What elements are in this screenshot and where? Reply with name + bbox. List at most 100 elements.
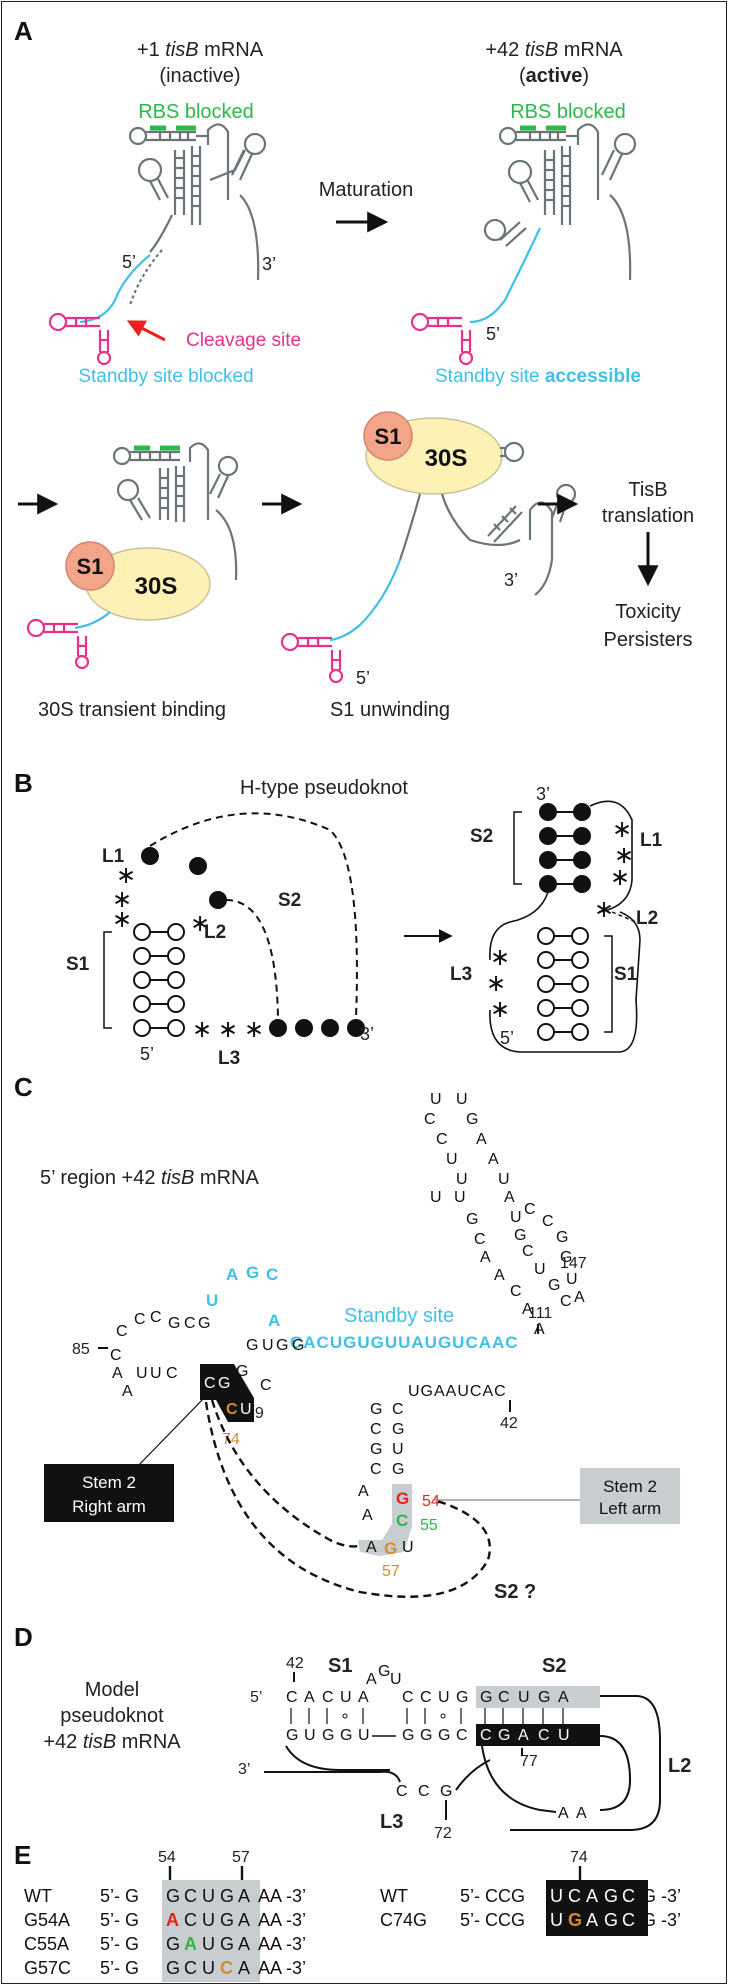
highlight-c74: C xyxy=(226,1401,238,1418)
svg-text:G: G xyxy=(286,1727,298,1744)
five-prime-right: 5’ xyxy=(486,324,500,344)
svg-text:C: C xyxy=(510,1283,522,1300)
mutant-name: G57C xyxy=(24,1958,71,1978)
sequence-suffix: G -3’ xyxy=(642,1886,681,1906)
five-prime-d: 5’ xyxy=(250,1689,262,1706)
svg-text:G: G xyxy=(560,1249,572,1266)
svg-text:G: G xyxy=(556,1229,568,1246)
svg-text:U: U xyxy=(456,1091,468,1108)
active-mrna-structure xyxy=(483,123,637,281)
sequence-base: A xyxy=(238,1958,250,1978)
cyan-sequence: CACUGUGUUAUGUCAAC xyxy=(290,1333,519,1352)
num-72-d: 72 xyxy=(434,1825,452,1842)
sequence-prefix: 5’- G xyxy=(100,1886,139,1906)
s2-label-right: S2 xyxy=(470,826,493,847)
cyan-top-c: C xyxy=(266,1265,278,1284)
l3-label-left: L3 xyxy=(218,1048,240,1069)
inactive-mrna-title: +1 tisB mRNA xyxy=(137,39,264,61)
panel-b-label: B xyxy=(14,768,33,798)
svg-text:U: U xyxy=(304,1727,316,1744)
left-arm-box-line-1: Stem 2 xyxy=(603,1477,657,1496)
svg-text:C: C xyxy=(166,1365,178,1382)
sequence-base: C xyxy=(184,1910,197,1930)
loop-asterisk: ∗ xyxy=(614,842,634,869)
svg-text:G: G xyxy=(498,1727,510,1744)
sequence-base: G xyxy=(166,1958,180,1978)
sequence-base: U xyxy=(202,1958,215,1978)
stem2-right-arm-highlight xyxy=(200,1364,254,1422)
svg-text:A: A xyxy=(494,1267,505,1284)
loop-asterisk: ∗ xyxy=(112,906,132,933)
svg-text:G: G xyxy=(466,1211,478,1228)
svg-text:C: C xyxy=(370,1421,382,1438)
svg-text:G: G xyxy=(392,1461,404,1478)
svg-text:U: U xyxy=(390,1671,402,1688)
num-54-e: 54 xyxy=(158,1849,176,1866)
sequence-base: A xyxy=(238,1886,250,1906)
svg-text:G: G xyxy=(548,1277,560,1294)
transient-structure xyxy=(112,442,239,581)
s2-label-d: S2 xyxy=(542,1655,566,1677)
svg-text:U: U xyxy=(454,1189,466,1206)
l2-label-d: L2 xyxy=(668,1755,691,1777)
s2-filled-base xyxy=(573,827,591,845)
num-42: 42 xyxy=(500,1415,518,1432)
stem2-left-arm-box xyxy=(580,1468,680,1524)
panel-c-label: C xyxy=(14,1072,33,1102)
s1-protein-unwinding xyxy=(363,411,413,461)
num-54: 54 xyxy=(422,1493,440,1510)
cyan-top-a: A xyxy=(226,1265,238,1284)
sequence-base: U xyxy=(550,1910,563,1930)
svg-text:A: A xyxy=(358,1483,369,1500)
loop-asterisk: ∗ xyxy=(612,816,632,843)
pseudoknot-title: H-type pseudoknot xyxy=(240,777,408,799)
l2-label-right: L2 xyxy=(636,908,658,929)
svg-text:A: A xyxy=(522,1301,533,1318)
loop-asterisk: ∗ xyxy=(116,862,136,889)
svg-text:G: G xyxy=(438,1727,450,1744)
svg-text:C: C xyxy=(260,1377,272,1394)
svg-text:U: U xyxy=(534,1261,546,1278)
svg-text:C: C xyxy=(424,1111,436,1128)
right-arm-callout-line xyxy=(135,1395,207,1469)
s1-label-unwinding: S1 xyxy=(375,424,402,449)
svg-text:G: G xyxy=(420,1727,432,1744)
s2-arc-inner xyxy=(210,1399,359,1548)
num-77-d: 77 xyxy=(520,1753,538,1770)
svg-text:C: C xyxy=(184,1315,196,1332)
right-arm-box-line-1: Stem 2 xyxy=(82,1473,136,1492)
svg-text:G: G xyxy=(402,1727,414,1744)
inactive-mrna-structure xyxy=(128,123,267,281)
five-prime-b-left: 5’ xyxy=(140,1044,154,1064)
30s-label-transient: 30S xyxy=(135,573,178,600)
svg-text:C: C xyxy=(456,1727,468,1744)
num-42-d: 42 xyxy=(286,1655,304,1672)
l3-label-d: L3 xyxy=(380,1811,403,1833)
svg-text:G: G xyxy=(370,1401,382,1418)
inactive-mrna-subtitle: (inactive) xyxy=(159,65,240,87)
s2-filled-base xyxy=(539,851,557,869)
loop-asterisk: ∗ xyxy=(218,1016,238,1043)
highlight-c: C xyxy=(204,1375,216,1392)
panel-a: A +1 tisB mRNA (inactive) +42 tisB mRNA … xyxy=(14,16,694,721)
transient-binding-label: 30S transient binding xyxy=(38,699,226,721)
svg-text:G: G xyxy=(440,1783,452,1800)
sequence-base: G xyxy=(220,1934,234,1954)
sequence-base: G xyxy=(568,1910,582,1930)
svg-text:C: C xyxy=(396,1783,408,1800)
rbs-blocked-label-right: RBS blocked xyxy=(510,101,626,123)
cleavage-hairpins-right xyxy=(410,312,474,366)
five-prime-unwinding: 5’ xyxy=(356,668,370,688)
svg-text:U: U xyxy=(558,1727,570,1744)
sequence-base: G xyxy=(220,1910,234,1930)
sequence-base: U xyxy=(202,1886,215,1906)
svg-text:U: U xyxy=(340,1689,352,1706)
sequence-prefix: 5’- G xyxy=(100,1910,139,1930)
s2-filled-base xyxy=(209,891,227,909)
s2-filled-base xyxy=(573,851,591,869)
standby-site-label: Standby site xyxy=(344,1305,454,1327)
